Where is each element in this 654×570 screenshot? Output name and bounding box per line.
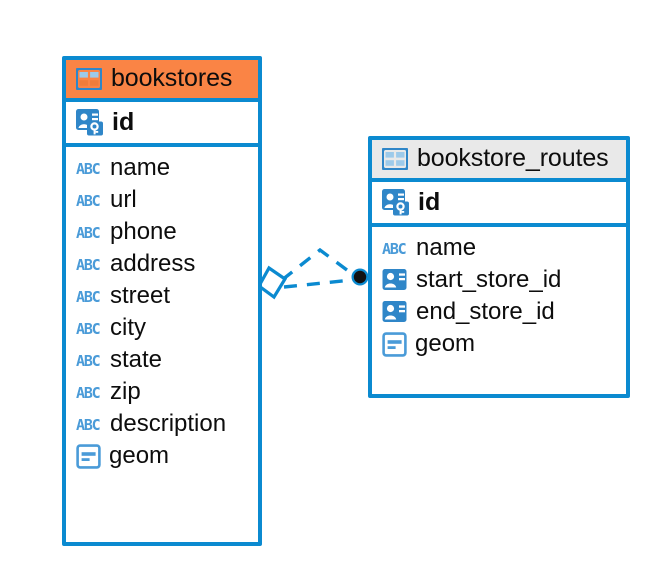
field-name: zip — [110, 378, 141, 405]
svg-text:ABC: ABC — [76, 288, 100, 305]
entity-bookstore-routes-header[interactable]: bookstore_routes — [372, 140, 626, 182]
field-row[interactable]: ABC url — [66, 184, 258, 216]
primary-key-icon — [76, 109, 103, 136]
table-icon — [382, 147, 408, 170]
connector-line-lower — [283, 278, 353, 289]
field-name: url — [110, 186, 137, 213]
svg-text:ABC: ABC — [76, 192, 100, 209]
svg-text:ABC: ABC — [76, 384, 100, 401]
connector-line-upper — [280, 247, 357, 282]
abc-icon: ABC — [76, 384, 101, 401]
field-row[interactable]: geom — [66, 440, 258, 472]
field-name: address — [110, 250, 196, 277]
entity-bookstores-header[interactable]: bookstores — [66, 60, 258, 102]
entity-bookstores-primary-key-label: id — [112, 107, 135, 136]
svg-text:ABC: ABC — [76, 256, 100, 273]
svg-text:ABC: ABC — [76, 320, 100, 337]
abc-icon: ABC — [76, 160, 101, 177]
field-row[interactable]: ABC address — [66, 248, 258, 280]
entity-bookstores-field-list: ABC name ABC url ABC phone ABC — [66, 147, 258, 480]
field-row[interactable]: ABC name — [372, 232, 626, 264]
field-name: state — [110, 346, 163, 373]
field-row[interactable]: ABC street — [66, 280, 258, 312]
svg-text:ABC: ABC — [76, 160, 100, 177]
field-name: phone — [110, 218, 177, 245]
abc-icon: ABC — [76, 224, 101, 241]
svg-text:ABC: ABC — [76, 416, 100, 433]
field-name: name — [416, 234, 477, 261]
entity-bookstores[interactable]: bookstores id ABC name — [62, 56, 262, 546]
abc-icon: ABC — [76, 192, 101, 209]
field-name: street — [110, 282, 171, 309]
abc-icon: ABC — [382, 240, 407, 257]
field-name: name — [110, 154, 171, 181]
svg-text:ABC: ABC — [382, 240, 406, 257]
abc-icon: ABC — [76, 256, 101, 273]
field-name: city — [110, 314, 146, 341]
entity-bookstore-routes-title: bookstore_routes — [417, 144, 609, 172]
field-row[interactable]: ABC state — [66, 344, 258, 376]
svg-text:ABC: ABC — [76, 224, 100, 241]
geometry-icon — [382, 331, 407, 357]
abc-icon: ABC — [76, 416, 101, 433]
geometry-icon — [76, 443, 101, 469]
entity-bookstores-title: bookstores — [111, 64, 233, 92]
field-name: end_store_id — [416, 298, 555, 325]
abc-icon: ABC — [76, 320, 101, 337]
field-row[interactable]: start_store_id — [372, 264, 626, 296]
field-row[interactable]: end_store_id — [372, 296, 626, 328]
field-row[interactable]: ABC zip — [66, 376, 258, 408]
field-row[interactable]: ABC description — [66, 408, 258, 440]
abc-icon: ABC — [76, 352, 101, 369]
entity-bookstore-routes-primary-key-row[interactable]: id — [372, 182, 626, 227]
abc-icon: ABC — [76, 288, 101, 305]
field-name: geom — [415, 330, 476, 357]
field-row[interactable]: ABC city — [66, 312, 258, 344]
reference-icon — [382, 269, 407, 290]
reference-icon — [382, 301, 407, 322]
table-icon — [76, 67, 102, 90]
primary-key-icon — [382, 189, 409, 216]
svg-text:ABC: ABC — [76, 352, 100, 369]
connector-circle-marker — [351, 268, 369, 286]
field-row[interactable]: ABC name — [66, 152, 258, 184]
entity-bookstores-primary-key-row[interactable]: id — [66, 102, 258, 147]
entity-bookstore-routes-field-list: ABC name start_store_id — [372, 227, 626, 368]
field-row[interactable]: ABC phone — [66, 216, 258, 248]
entity-bookstore-routes-primary-key-label: id — [418, 187, 441, 216]
entity-bookstore-routes[interactable]: bookstore_routes id ABC name — [368, 136, 630, 398]
field-name: start_store_id — [416, 266, 562, 293]
field-name: description — [110, 410, 227, 437]
field-name: geom — [109, 442, 170, 469]
connector-diamond-marker — [256, 265, 288, 300]
field-row[interactable]: geom — [372, 328, 626, 360]
